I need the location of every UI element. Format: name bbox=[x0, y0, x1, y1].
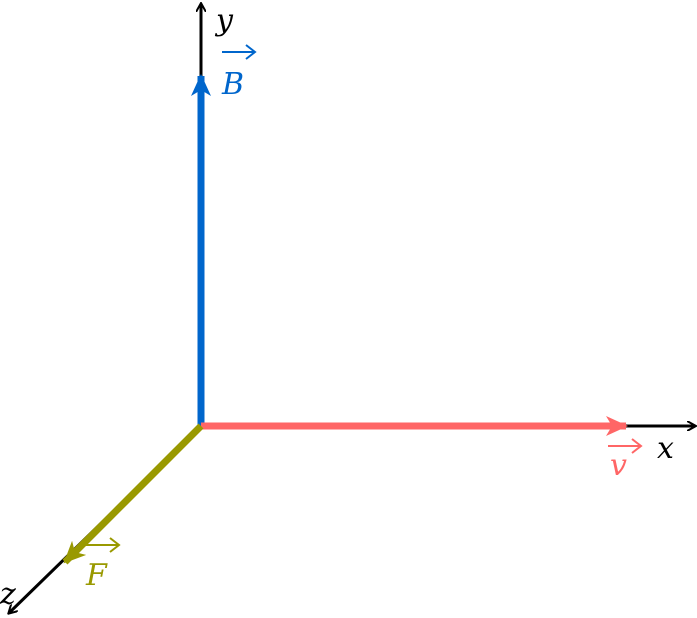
v-vector-accent-icon bbox=[608, 438, 643, 454]
b-vector-accent-icon bbox=[222, 44, 257, 60]
vector-v-label: v bbox=[610, 448, 627, 483]
vector-b-label: B bbox=[221, 67, 244, 102]
x-axis-label: x bbox=[657, 431, 674, 466]
y-axis-label: y bbox=[214, 3, 234, 38]
z-axis-label: z bbox=[0, 577, 16, 612]
vector-f-arrow bbox=[62, 423, 204, 565]
vector-f-label: F bbox=[85, 558, 108, 593]
f-vector-accent-icon bbox=[86, 537, 121, 553]
